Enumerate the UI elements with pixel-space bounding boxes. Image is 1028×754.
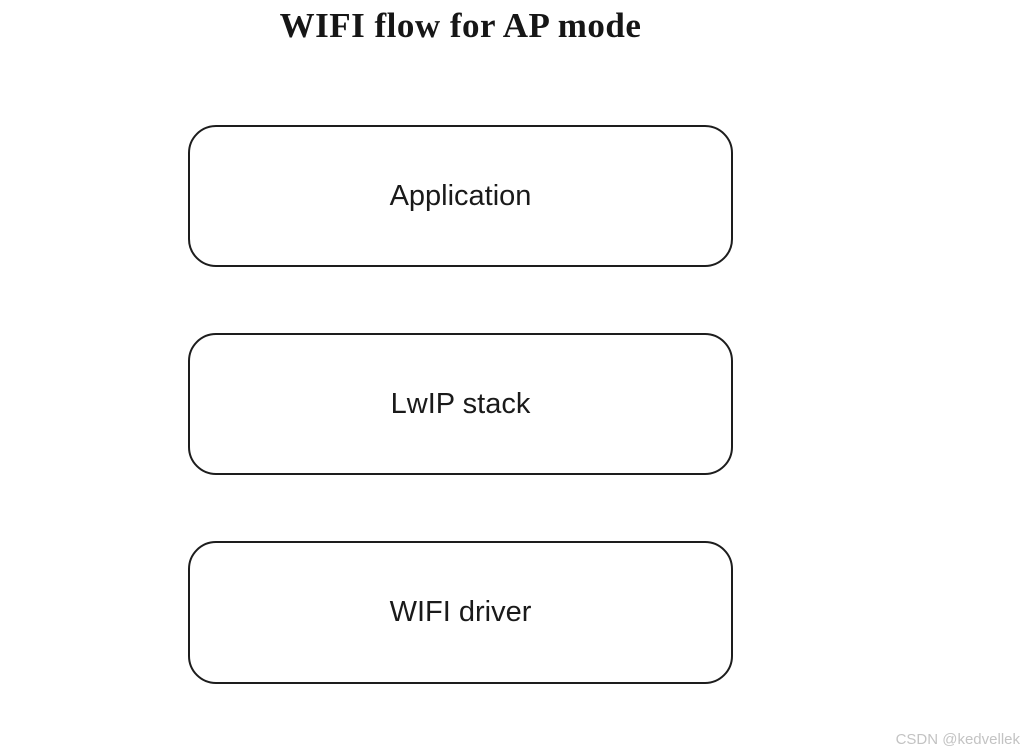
flow-box-lwip-stack: LwIP stack — [188, 333, 733, 475]
watermark: CSDN @kedvellek — [895, 731, 1020, 748]
flow-box-lwip-stack-label: LwIP stack — [390, 387, 531, 420]
flow-box-application: Application — [188, 125, 733, 267]
flow-box-wifi-driver-label: WIFI driver — [389, 596, 532, 628]
flow-box-wifi-driver: WIFI driver — [188, 541, 733, 684]
diagram-title: WIFI flow for AP mode — [279, 6, 642, 45]
flow-box-application-label: Application — [389, 179, 532, 212]
